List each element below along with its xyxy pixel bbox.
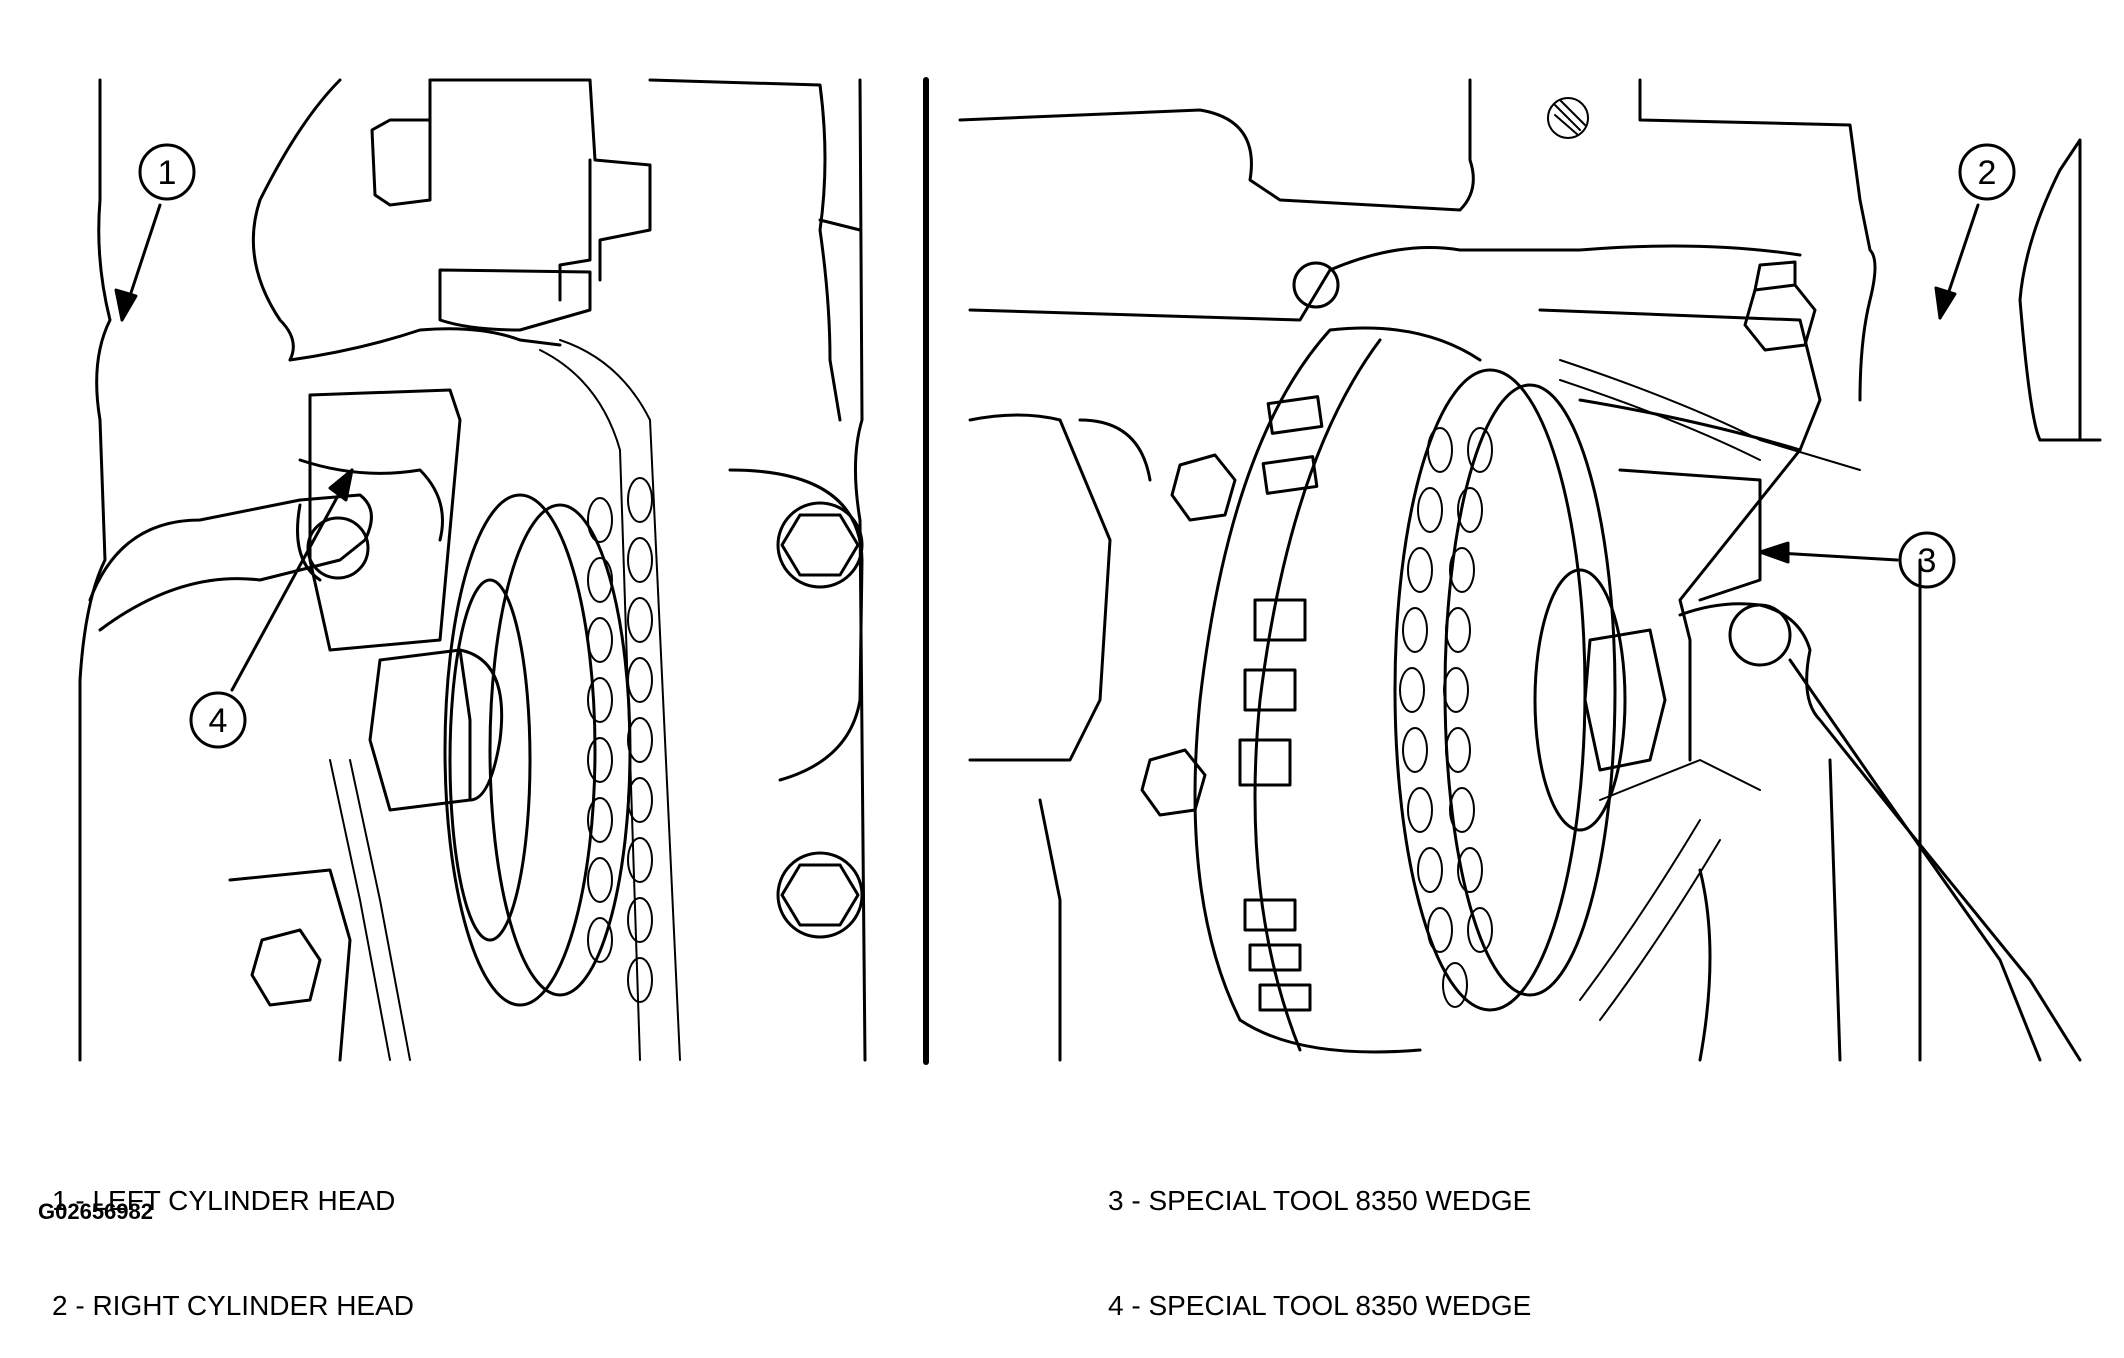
callout-3: 3 xyxy=(1758,531,1956,589)
legend-item-1: 1 - LEFT CYLINDER HEAD xyxy=(52,1185,396,1216)
special-tool-ring xyxy=(1193,326,1482,1054)
callout-1: 1 xyxy=(114,143,196,322)
callout-4-label: 4 xyxy=(209,702,228,740)
right-panel xyxy=(958,78,2102,1062)
left-panel xyxy=(78,78,867,1062)
legend-left: 1 - LEFT CYLINDER HEAD 2 - RIGHT CYLINDE… xyxy=(52,1113,414,1358)
legend-item-4: 4 - SPECIAL TOOL 8350 WEDGE xyxy=(1108,1290,1532,1321)
engine-timing-illustration: 1 4 xyxy=(78,77,2102,1065)
callout-3-label: 3 xyxy=(1918,542,1937,580)
callout-1-label: 1 xyxy=(158,154,177,192)
timing-chain-left xyxy=(329,339,681,1061)
legend-item-3: 3 - SPECIAL TOOL 8350 WEDGE xyxy=(1108,1185,1532,1216)
legend-right: 3 - SPECIAL TOOL 8350 WEDGE 4 - SPECIAL … xyxy=(1108,1113,1531,1358)
timing-chain-right xyxy=(1399,359,1861,1021)
callout-2-label: 2 xyxy=(1978,154,1997,192)
callout-2: 2 xyxy=(1934,143,2016,320)
figure-id: G02656982 xyxy=(38,1199,153,1224)
legend-item-2: 2 - RIGHT CYLINDER HEAD xyxy=(52,1290,414,1321)
callout-4: 4 xyxy=(189,468,354,749)
